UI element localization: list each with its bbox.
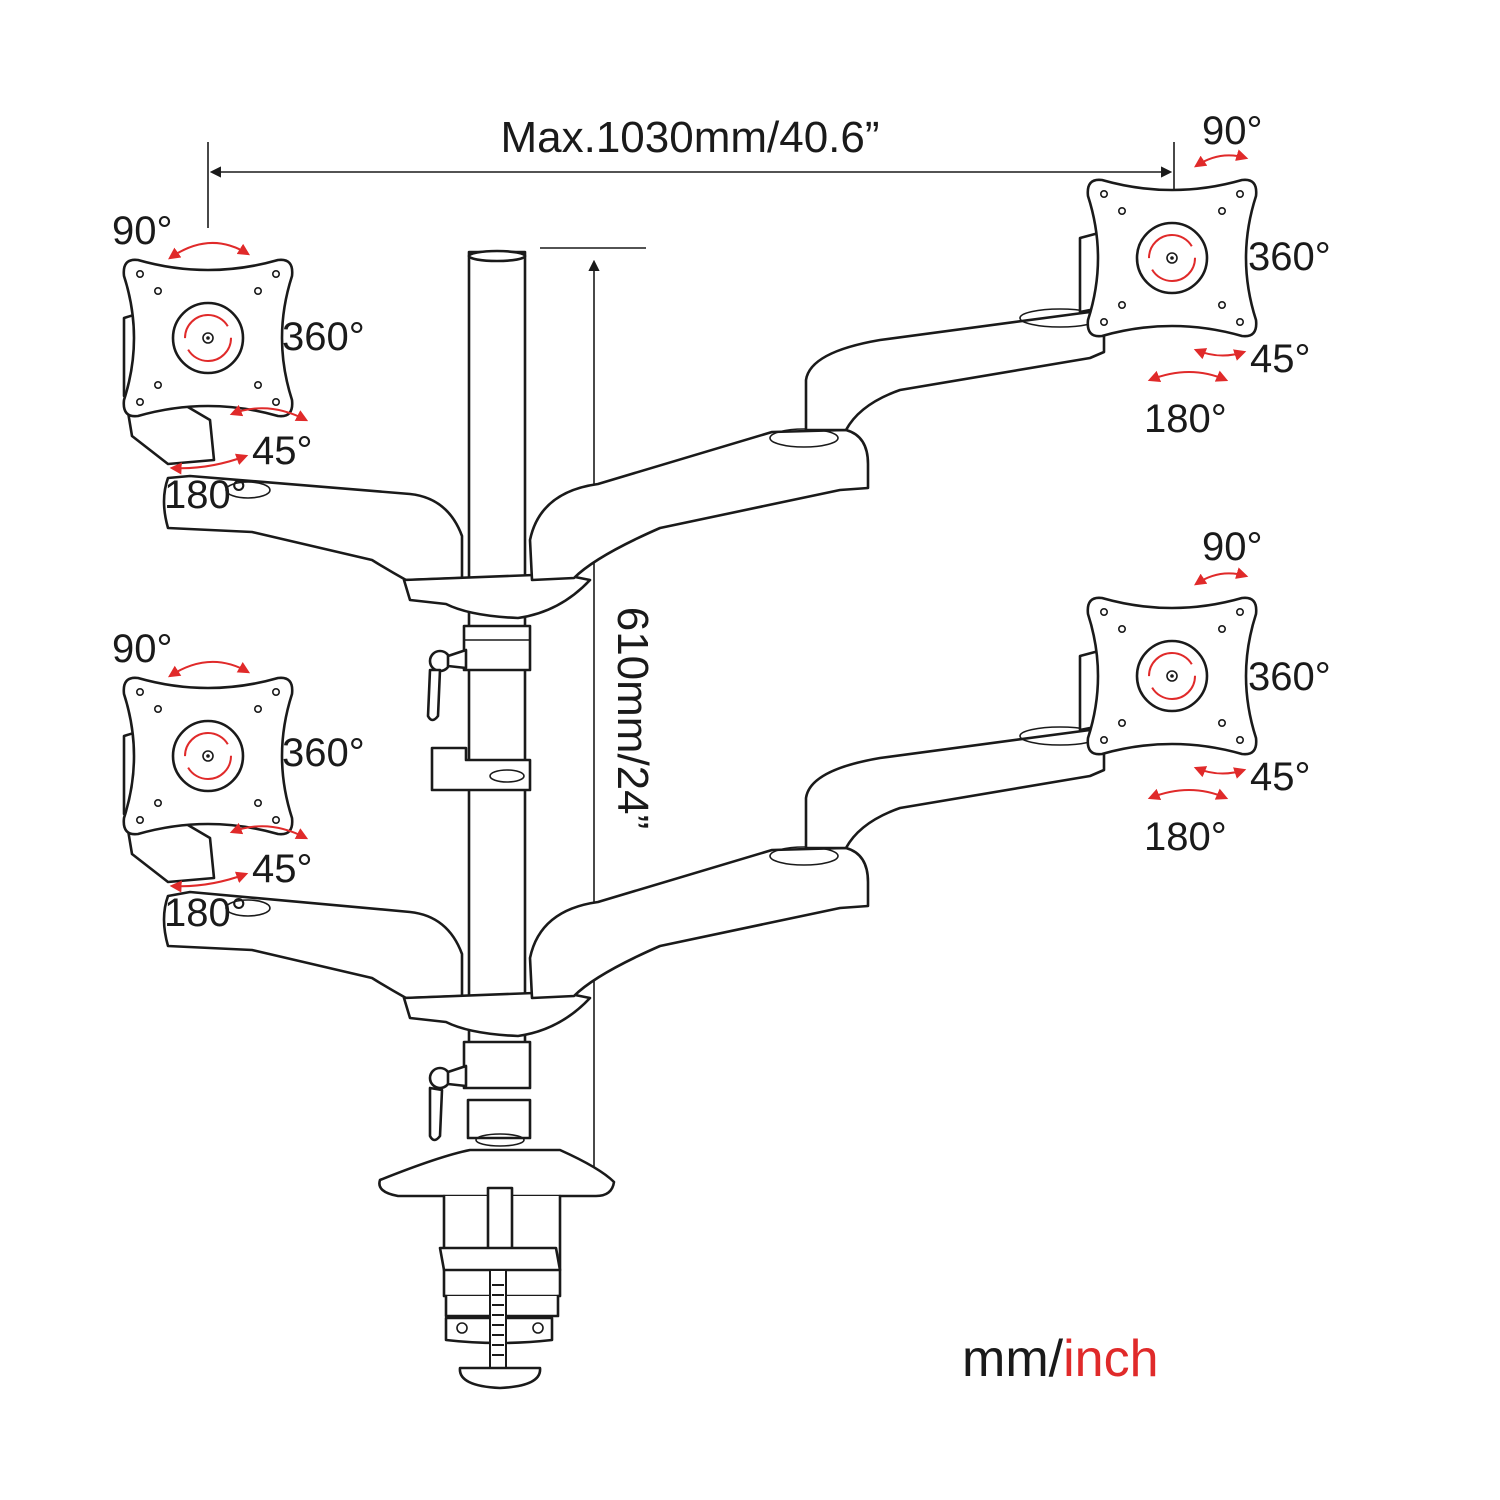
width-dimension (207, 142, 1175, 228)
vesa-plate-top-left (124, 260, 292, 416)
desk-clamp (378, 1148, 616, 1390)
lower-right-arm-outer (804, 726, 1106, 850)
rotate-label-top-left: 360° (282, 315, 365, 359)
tilt-label-top-left: 90° (112, 209, 173, 253)
upper-right-arm-inner (528, 428, 870, 582)
upper-left-arm (162, 474, 592, 620)
units-secondary: inch (1063, 1330, 1158, 1388)
lower-right-arm-inner (528, 846, 870, 1000)
rotation-arrows (167, 149, 1249, 893)
upper-right-arm-outer (804, 308, 1106, 432)
rotate-label-bottom-left: 360° (282, 731, 365, 775)
vesa-plate-bottom-right (1088, 598, 1256, 754)
swivel-small-label-top-left: 45° (252, 429, 313, 473)
height-lock-handle-upper (426, 648, 468, 722)
swivel-small-label-bottom-left: 45° (252, 847, 313, 891)
swivel-large-label-bottom-left: 180° (164, 891, 247, 935)
lower-left-arm (162, 890, 592, 1038)
height-dimension (540, 247, 646, 1182)
swivel-large-label-bottom-right: 180° (1144, 815, 1227, 859)
vesa-plate-bottom-left (124, 678, 292, 834)
vesa-plate-top-right (1088, 180, 1256, 336)
height-lock-handle-lower (428, 1064, 468, 1142)
tilt-label-bottom-right: 90° (1202, 525, 1263, 569)
tilt-label-bottom-left: 90° (112, 627, 173, 671)
pole (430, 249, 532, 1147)
height-dimension-label: 610mm/24” (608, 607, 657, 830)
units-legend: mm/inch (962, 1330, 1159, 1388)
rotate-label-bottom-right: 360° (1248, 655, 1331, 699)
swivel-large-label-top-right: 180° (1144, 397, 1227, 441)
swivel-large-label-top-left: 180° (164, 473, 247, 517)
swivel-small-label-top-right: 45° (1250, 337, 1311, 381)
width-dimension-label: Max.1030mm/40.6” (500, 113, 879, 162)
units-primary: mm/ (962, 1330, 1064, 1388)
swivel-small-label-bottom-right: 45° (1250, 755, 1311, 799)
rotate-label-top-right: 360° (1248, 235, 1331, 279)
tilt-label-top-right: 90° (1202, 109, 1263, 153)
